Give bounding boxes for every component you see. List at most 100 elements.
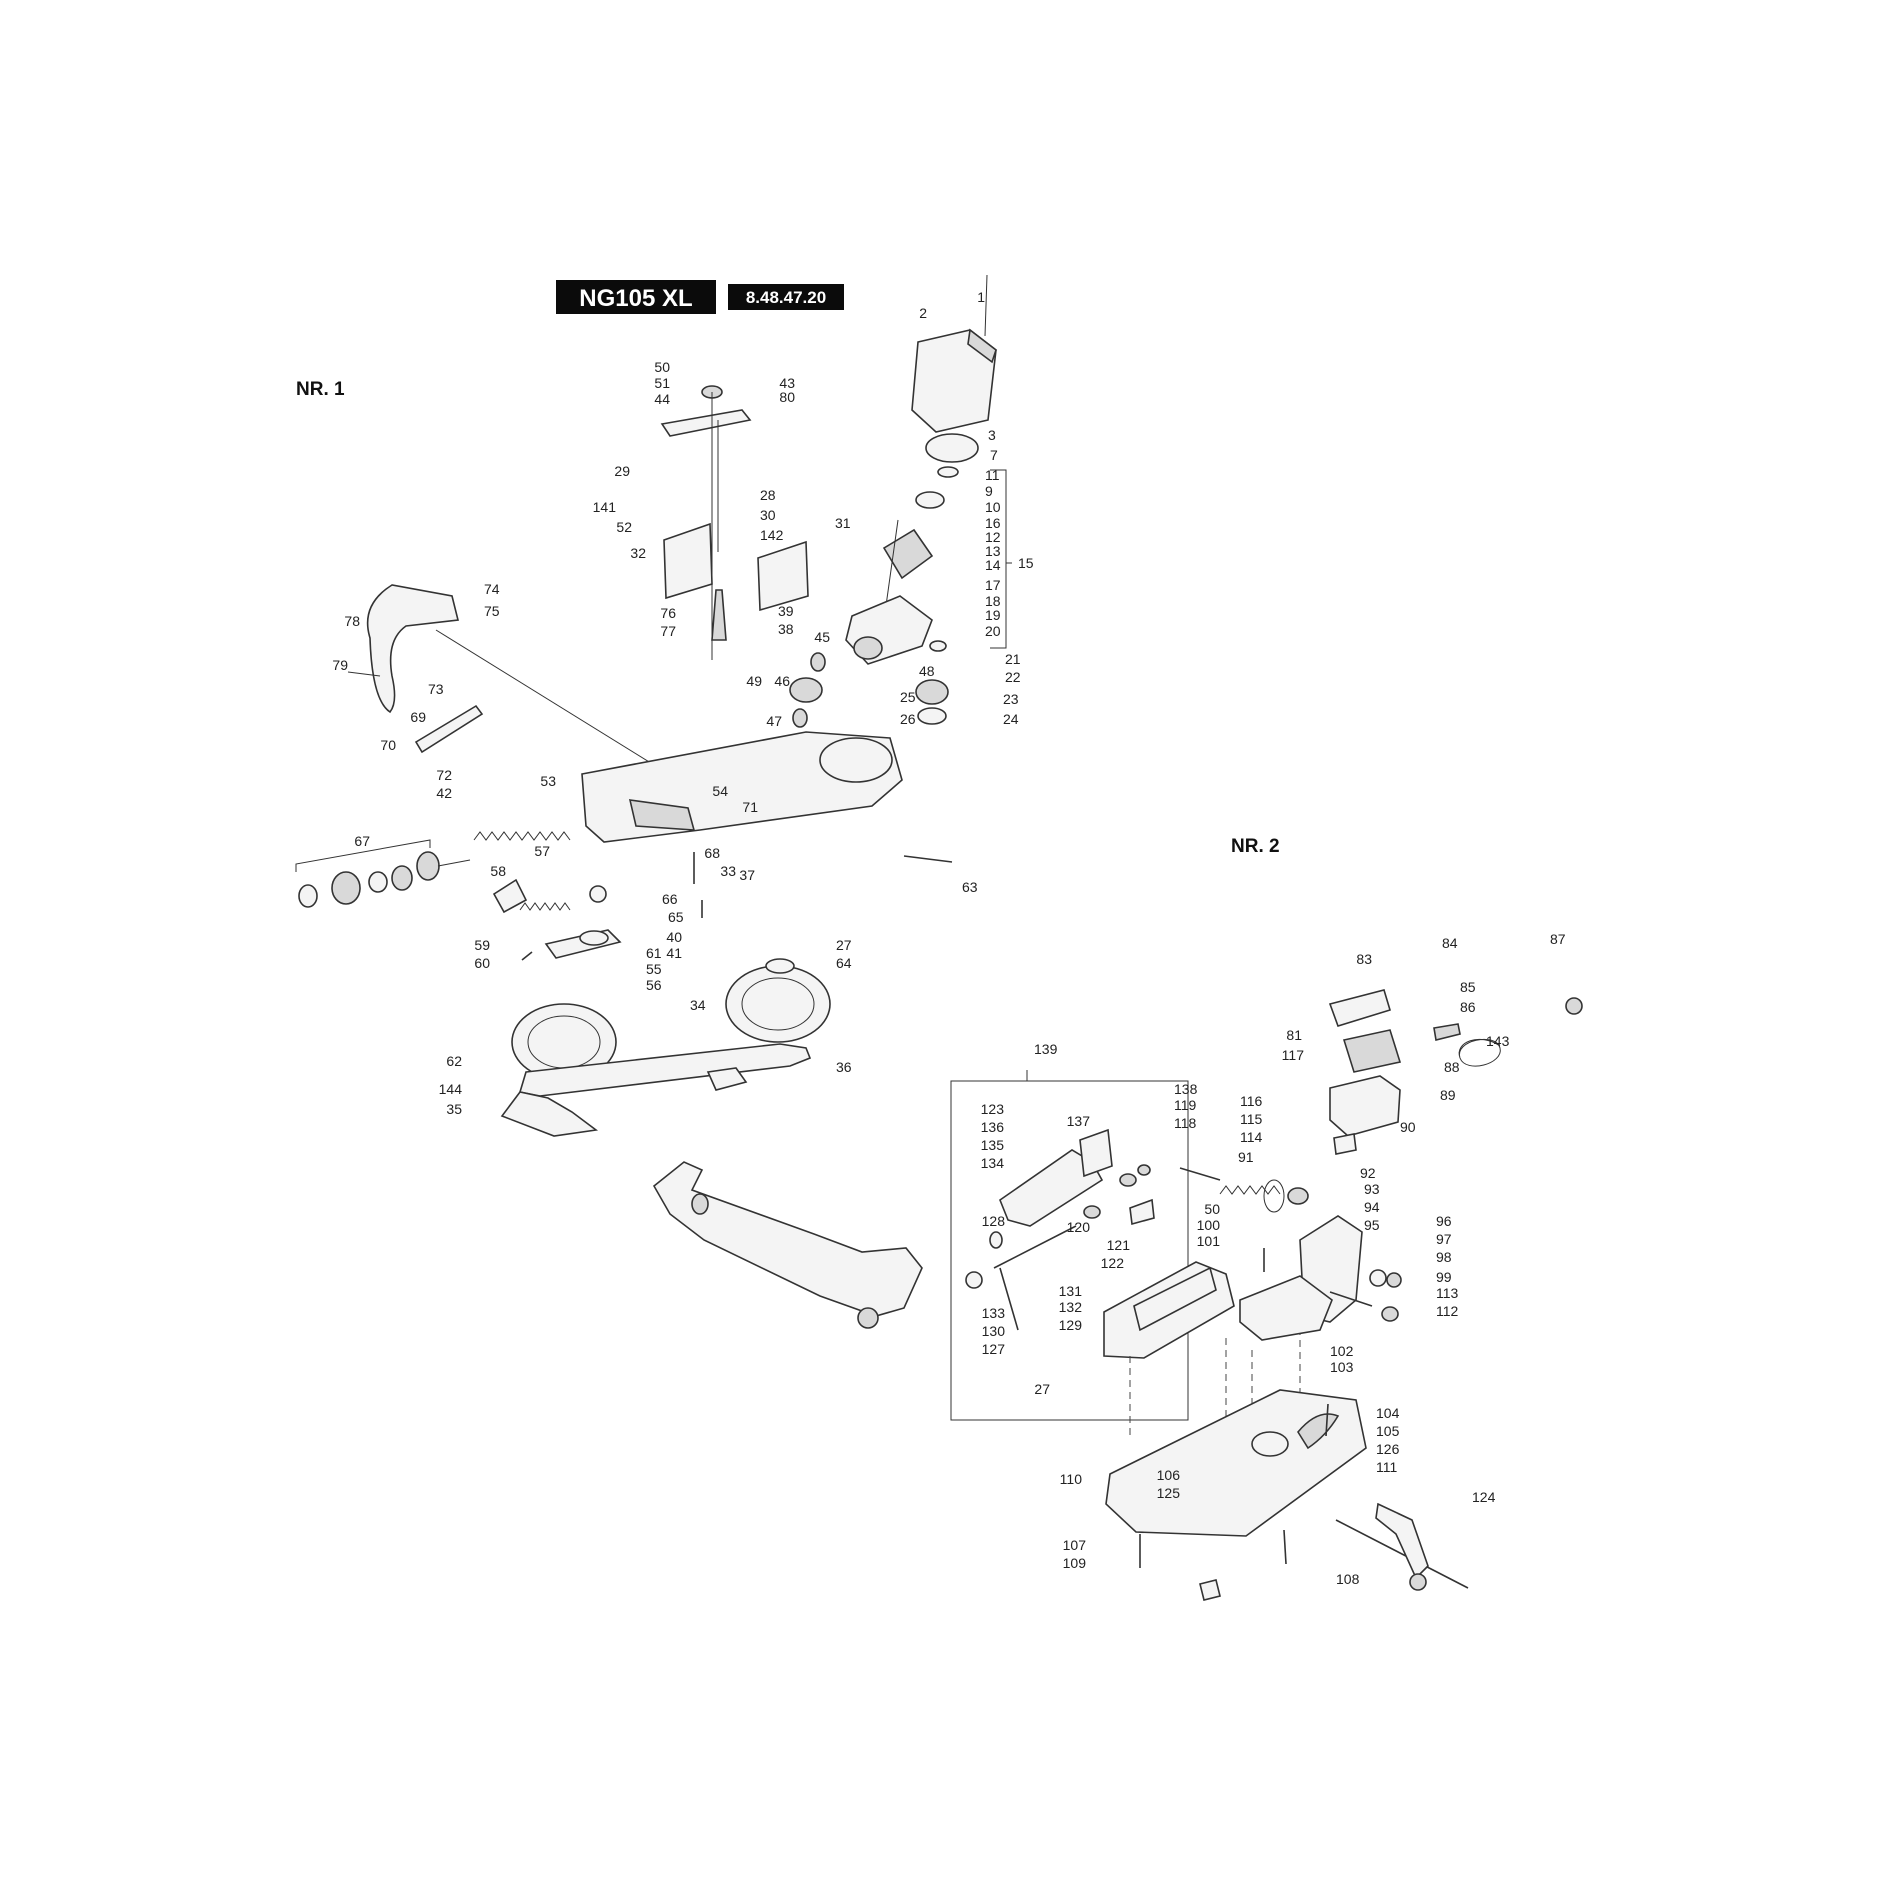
model-code: 8.48.47.20 xyxy=(746,288,826,307)
part-callout: 39 xyxy=(778,603,794,619)
part-callout: 27 xyxy=(1034,1381,1050,1397)
part-callout: 2 xyxy=(919,305,927,321)
vice-assembly-box-139 xyxy=(950,1080,1189,1421)
terminal-block-85 xyxy=(1342,1029,1402,1073)
part-callout: 19 xyxy=(985,607,1001,623)
motor-vent xyxy=(967,328,997,364)
part-callout: 132 xyxy=(1059,1299,1083,1315)
part-callout: 119 xyxy=(1174,1097,1197,1113)
part-callout: 142 xyxy=(760,527,784,543)
spring-115 xyxy=(1219,1185,1281,1195)
model-title-block: NG105 XL xyxy=(556,280,716,314)
part-callout: 143 xyxy=(1486,1033,1510,1049)
saw-base-109 xyxy=(1105,1389,1367,1537)
part-callout: 121 xyxy=(1107,1237,1131,1253)
bracket-121 xyxy=(1129,1198,1155,1226)
frame-drive-opening xyxy=(819,737,893,783)
nr2-callouts: 8384858687811178814389901391381191181231… xyxy=(981,931,1566,1587)
part-callout: 96 xyxy=(1436,1213,1452,1229)
part-callout: 35 xyxy=(446,1101,462,1117)
part-callout: 129 xyxy=(1059,1317,1083,1333)
gear-48 xyxy=(853,636,883,660)
part-callout: 22 xyxy=(1005,669,1021,685)
part-callout: 72 xyxy=(436,767,452,783)
part-callout: 78 xyxy=(344,613,360,629)
armature xyxy=(882,528,934,580)
part-callout: 17 xyxy=(985,577,1001,593)
part-callout: 141 xyxy=(593,499,617,515)
part-callout: 108 xyxy=(1336,1571,1360,1587)
section-label-nr1: NR. 1 xyxy=(296,379,345,400)
part-callout: 38 xyxy=(778,621,794,637)
part-callout: 31 xyxy=(835,515,851,531)
pivot-block-100 xyxy=(1239,1275,1333,1341)
part-callout: 74 xyxy=(484,581,500,597)
part-callout: 33 xyxy=(720,863,736,879)
part-callout: 43 xyxy=(779,375,795,391)
part-callout: 101 xyxy=(1197,1233,1221,1249)
part-callout: 70 xyxy=(380,737,396,753)
part-callout: 60 xyxy=(474,955,490,971)
part-callout: 92 xyxy=(1360,1165,1376,1181)
lead-screw-128 xyxy=(993,1225,1077,1269)
part-callout: 12 xyxy=(985,529,1001,545)
part-callout: 98 xyxy=(1436,1249,1452,1265)
part-callout: 133 xyxy=(982,1305,1006,1321)
part-callout: 130 xyxy=(982,1323,1006,1339)
part-callout: 16 xyxy=(985,515,1001,531)
part-callout: 25 xyxy=(900,689,916,705)
bolt-27 xyxy=(1179,1167,1221,1181)
part-callout: 126 xyxy=(1376,1441,1400,1457)
gear-23 xyxy=(915,679,949,705)
part-callout: 26 xyxy=(900,711,916,727)
part-callout: 90 xyxy=(1400,1119,1416,1135)
part-callout: 44 xyxy=(654,391,670,407)
cord-87 xyxy=(1458,1038,1501,1067)
part-callout: 62 xyxy=(446,1053,462,1069)
blade-guard-52 xyxy=(663,522,713,600)
part-callout: 61 xyxy=(646,945,662,961)
part-callout: 55 xyxy=(646,961,662,977)
part-callout: 102 xyxy=(1330,1343,1354,1359)
part-callout: 15 xyxy=(1018,555,1034,571)
part-callout: 67 xyxy=(354,833,370,849)
part-callout: 32 xyxy=(630,545,646,561)
part-callout: 99 xyxy=(1436,1269,1452,1285)
handle-74 xyxy=(366,584,459,714)
part-callout: 144 xyxy=(439,1081,463,1097)
spring-70 xyxy=(473,831,571,841)
part-callout: 69 xyxy=(410,709,426,725)
part-callout: 37 xyxy=(739,867,755,883)
part-callout: 50 xyxy=(1204,1201,1220,1217)
part-callout: 94 xyxy=(1364,1199,1380,1215)
part-callout: 84 xyxy=(1442,935,1458,951)
nr1-line-art xyxy=(295,274,1012,1329)
part-callout: 105 xyxy=(1376,1423,1400,1439)
part-callout: 64 xyxy=(836,955,852,971)
part-callout: 97 xyxy=(1436,1231,1452,1247)
blade-guard-62 xyxy=(500,1091,599,1137)
part-callout: 45 xyxy=(814,629,830,645)
plate-137 xyxy=(1079,1128,1113,1178)
part-callout: 56 xyxy=(646,977,662,993)
part-callout: 79 xyxy=(332,657,348,673)
part-callout: 91 xyxy=(1238,1149,1254,1165)
part-callout: 7 xyxy=(990,447,998,463)
part-callout: 51 xyxy=(654,375,670,391)
part-callout: 116 xyxy=(1240,1093,1263,1109)
part-callout: 73 xyxy=(428,681,444,697)
vice-plate xyxy=(660,409,752,437)
part-callout: 138 xyxy=(1174,1081,1198,1097)
part-callout: 127 xyxy=(982,1341,1006,1357)
knob-91 xyxy=(1287,1187,1309,1205)
part-callout: 76 xyxy=(660,605,676,621)
part-callout: 11 xyxy=(985,467,1000,483)
part-callout: 124 xyxy=(1472,1489,1496,1505)
part-callout: 93 xyxy=(1364,1181,1380,1197)
part-callout: 24 xyxy=(1003,711,1019,727)
part-callout: 103 xyxy=(1330,1359,1354,1375)
part-callout: 137 xyxy=(1067,1113,1091,1129)
part-callout: 118 xyxy=(1174,1115,1197,1131)
part-callout: 131 xyxy=(1059,1283,1083,1299)
